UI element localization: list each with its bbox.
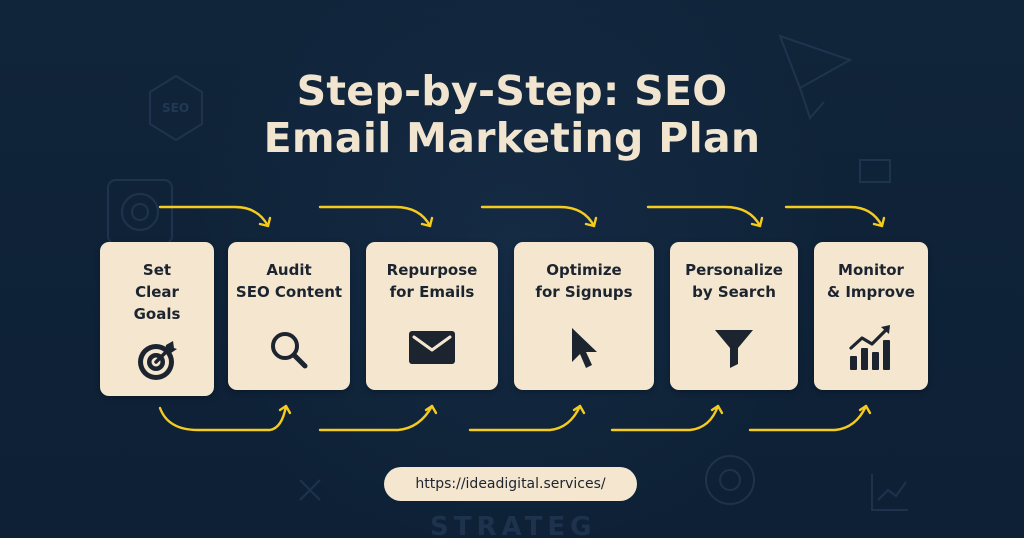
step-label: Personalize by Search: [685, 261, 783, 301]
step-card-repurpose-for-emails: Repurpose for Emails: [366, 242, 498, 390]
growth-chart-icon: [849, 325, 890, 370]
step-label: Monitor & Improve: [827, 261, 915, 301]
funnel-icon: [715, 330, 753, 368]
magnifier-icon: [271, 332, 308, 369]
website-url-badge: https://ideadigital.services/: [384, 467, 637, 501]
step-card-personalize-by-search: Personalize by Search: [670, 242, 798, 390]
step-card-monitor-and-improve: Monitor & Improve: [814, 242, 928, 390]
step-label: Repurpose for Emails: [386, 261, 478, 301]
step-card-set-clear-goals: Set Clear Goals: [100, 242, 214, 396]
step-label: Set Clear Goals: [133, 261, 181, 323]
envelope-icon: [409, 331, 455, 364]
title-line-1: Step-by-Step: SEO: [296, 67, 728, 115]
website-url: https://ideadigital.services/: [415, 476, 606, 492]
step-label: Audit SEO Content: [235, 261, 343, 301]
cursor-icon: [572, 328, 597, 368]
step-card-audit-seo-content: Audit SEO Content: [228, 242, 350, 390]
title-line-2: Email Marketing Plan: [263, 114, 761, 163]
page-title: Step-by-Step: SEO Email Marketing Plan: [0, 67, 1024, 163]
step-card-optimize-for-signups: Optimize for Signups: [514, 242, 654, 390]
target-icon: [138, 341, 177, 380]
svg-text:STRATEG: STRATEG: [430, 512, 596, 538]
step-label: Optimize for Signups: [535, 261, 633, 301]
